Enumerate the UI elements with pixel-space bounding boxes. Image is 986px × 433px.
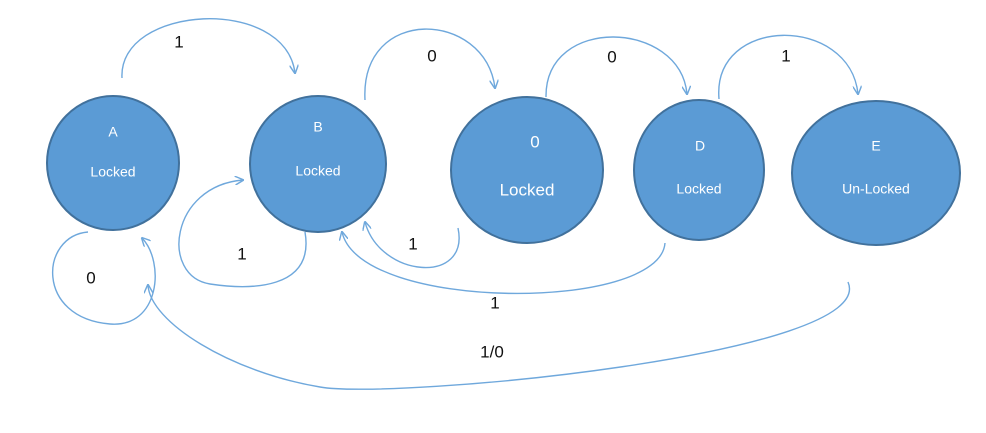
state-d-name: D xyxy=(695,138,705,154)
edge-label-d-to-e: 1 xyxy=(781,46,790,65)
state-a-status: Locked xyxy=(90,164,135,180)
state-a: A Locked xyxy=(46,95,180,231)
edge-b-to-c xyxy=(364,28,495,101)
edge-label-e-to-a: 1/0 xyxy=(480,342,504,361)
state-c-circle xyxy=(450,96,604,244)
edge-a-self-loop xyxy=(51,231,156,325)
edge-label-d-to-b: 1 xyxy=(490,293,499,312)
state-c-name: 0 xyxy=(530,132,539,151)
edge-c-to-b xyxy=(365,222,460,269)
state-d: D Locked xyxy=(633,99,765,241)
state-a-circle xyxy=(46,95,180,231)
state-e-circle xyxy=(791,100,961,246)
edge-d-to-b xyxy=(342,232,666,295)
state-a-name: A xyxy=(108,124,118,140)
state-d-status: Locked xyxy=(676,181,721,197)
edge-b-self-loop xyxy=(178,180,307,288)
edge-label-b-to-c: 0 xyxy=(427,46,436,65)
edge-c-to-d xyxy=(545,36,687,98)
state-b-circle xyxy=(249,95,387,233)
state-c: 0 Locked xyxy=(450,96,604,244)
state-b-name: B xyxy=(313,119,322,135)
state-b: B Locked xyxy=(249,95,387,233)
state-e-name: E xyxy=(871,138,880,154)
state-d-circle xyxy=(633,99,765,241)
edge-d-to-e xyxy=(718,34,858,100)
state-c-status: Locked xyxy=(500,180,555,199)
edge-a-to-b xyxy=(121,18,295,79)
state-e: E Un-Locked xyxy=(791,100,961,246)
state-e-status: Un-Locked xyxy=(842,181,910,197)
edge-label-b-self-loop: 1 xyxy=(237,244,246,263)
state-b-status: Locked xyxy=(295,163,340,179)
edge-e-to-a xyxy=(148,281,851,390)
edge-label-c-to-b: 1 xyxy=(408,234,417,253)
edge-label-a-self-loop: 0 xyxy=(86,268,95,287)
edge-label-c-to-d: 0 xyxy=(607,47,616,66)
edge-label-a-to-b: 1 xyxy=(174,32,183,51)
